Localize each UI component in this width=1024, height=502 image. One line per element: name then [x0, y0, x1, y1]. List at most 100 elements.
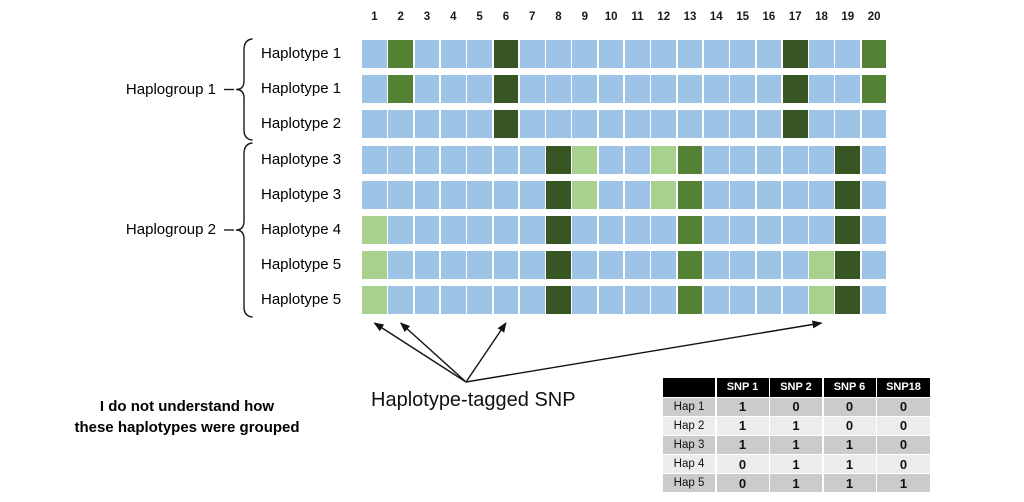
snp-cell [362, 180, 387, 209]
snp-cell [362, 286, 387, 315]
haplogroup-1-label: Haplogroup 1 [125, 80, 216, 98]
note-text: I do not understand how these haplotypes… [58, 396, 316, 438]
haplogroup-2-label: Haplogroup 2 [125, 221, 216, 238]
snp-cell [835, 180, 861, 209]
snp-cell [414, 110, 440, 139]
snp-cell [598, 110, 624, 139]
snp-cell [809, 286, 834, 315]
snp-cell [835, 251, 861, 280]
snp-cell [625, 286, 650, 315]
snp-cell [572, 251, 598, 280]
snp-cell [388, 110, 414, 139]
snp-cell [677, 75, 703, 104]
haplotype-row-label: Haplotype 4 [261, 221, 342, 238]
snp-cell [809, 40, 834, 68]
snp-column-number: 3 [423, 11, 431, 23]
snp-cell [730, 110, 755, 139]
snp-cell [598, 75, 624, 104]
snp-table-header-cell: SNP18 [877, 378, 930, 397]
note-line-1: I do not understand how [99, 398, 275, 415]
snp-column-number: 10 [604, 11, 618, 23]
snp-table-value-cell: 1 [716, 436, 769, 454]
haplotype-row-label: Haplotype 1 [261, 45, 342, 62]
snp-column-number: 17 [788, 11, 802, 23]
snp-cell [493, 75, 519, 104]
snp-cell [493, 286, 519, 315]
snp-cell [703, 145, 729, 174]
snp-cell [730, 145, 755, 174]
snp-table-value-cell: 1 [770, 417, 822, 435]
snp-cell [651, 110, 677, 139]
snp-column-number: 5 [476, 11, 483, 23]
snp-cell [861, 145, 887, 174]
snp-cell [835, 110, 861, 139]
snp-cell [625, 145, 650, 174]
snp-cell [546, 145, 571, 174]
snp-cell [598, 145, 624, 174]
snp-cell [440, 286, 466, 315]
snp-cell [467, 251, 492, 280]
snp-cell [467, 40, 492, 68]
snp-cell [782, 180, 808, 209]
snp-cell [782, 75, 808, 104]
snp-cell [651, 145, 677, 174]
snp-cell [861, 180, 887, 209]
snp-cell [625, 251, 650, 280]
snp-cell [440, 251, 466, 280]
snp-table-row-label: Hap 5 [663, 474, 715, 492]
snp-column-number: 9 [581, 11, 588, 23]
snp-cell [414, 145, 440, 174]
snp-cell [440, 110, 466, 139]
snp-cell [756, 145, 782, 174]
snp-cell [651, 251, 677, 280]
snp-cell [756, 40, 782, 68]
haplotype-row-label: Haplotype 5 [261, 291, 342, 309]
snp-cell [625, 180, 650, 209]
snp-cell [730, 216, 755, 244]
snp-cell [677, 216, 703, 244]
snp-cell [703, 110, 729, 139]
snp-cell [440, 40, 466, 68]
snp-table-value-cell: 0 [877, 436, 930, 454]
haplotype-row-label: Haplotype 2 [261, 115, 342, 133]
snp-cell [519, 286, 545, 315]
snp-table-value-cell: 0 [716, 455, 769, 473]
snp-cell [467, 145, 492, 174]
snp-cell [362, 110, 387, 139]
note-line-2: these haplotypes were grouped [74, 419, 300, 436]
snp-cell [625, 40, 650, 68]
snp-table-value-cell: 0 [716, 474, 769, 492]
snp-table-value-cell: 1 [716, 398, 769, 416]
snp-table-header-cell: SNP 1 [716, 378, 769, 397]
tagged-snp-arrow [399, 322, 467, 383]
snp-cell [388, 180, 414, 209]
snp-cell [467, 110, 492, 139]
snp-cell [861, 251, 887, 280]
snp-column-number: 7 [528, 11, 536, 23]
snp-cell [782, 110, 808, 139]
snp-cell [651, 40, 677, 68]
snp-cell [440, 145, 466, 174]
snp-cell [546, 251, 571, 280]
snp-cell [493, 145, 519, 174]
snp-column-number: 12 [657, 11, 671, 23]
snp-cell [677, 40, 703, 68]
tagged-snp-arrow [373, 322, 467, 383]
snp-table-header-cell: SNP 2 [770, 378, 822, 397]
snp-cell [598, 216, 624, 244]
snp-cell [414, 40, 440, 68]
snp-cell [677, 251, 703, 280]
snp-cell [572, 40, 598, 68]
snp-cell [493, 180, 519, 209]
snp-cell [546, 286, 571, 315]
snp-cell [809, 110, 834, 139]
snp-cell [677, 145, 703, 174]
snp-cell [388, 216, 414, 244]
snp-cell [572, 145, 598, 174]
snp-table-value-cell: 1 [823, 436, 876, 454]
snp-table-row-label: Hap 1 [663, 398, 715, 416]
snp-table-row-label: Hap 3 [663, 436, 715, 454]
snp-cell [546, 110, 571, 139]
snp-cell [861, 110, 887, 139]
